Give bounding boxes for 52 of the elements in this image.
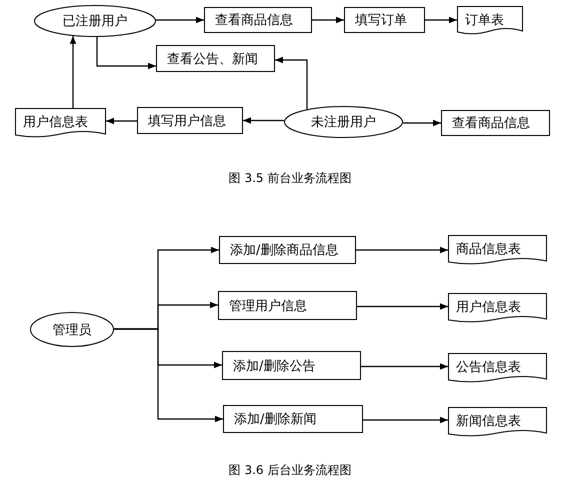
process-box (441, 110, 550, 136)
data-store-document (448, 235, 547, 265)
data-store-document (448, 353, 547, 383)
process-box (204, 7, 312, 33)
arrow (114, 328, 223, 422)
node-label: 查看公告、新闻 (167, 50, 258, 68)
node-label: 公告信息表 (456, 359, 521, 376)
data-store-document (448, 293, 547, 323)
data-store-document (457, 6, 523, 35)
arrow (357, 303, 448, 310)
arrow (425, 16, 457, 24)
process-box (156, 45, 275, 72)
node-label: 新闻信息表 (456, 413, 521, 430)
arrow (361, 363, 448, 370)
node-label: 已注册用户 (62, 13, 128, 30)
process-box (223, 405, 363, 433)
node-label: 订单表 (465, 12, 504, 29)
arrow (403, 120, 441, 126)
process-box (137, 107, 243, 134)
node-label: 添加/删除商品信息 (230, 242, 338, 259)
node-label: 用户信息表 (456, 299, 521, 316)
node-label: 未注册用户 (311, 114, 376, 131)
arrow (363, 416, 448, 424)
data-store-document (448, 407, 547, 437)
process-box (219, 236, 356, 264)
arrow (275, 56, 308, 110)
process-box (218, 291, 357, 320)
process-box (344, 7, 425, 33)
data-store-document (15, 108, 106, 138)
node-label: 商品信息表 (456, 241, 521, 258)
arrow (96, 37, 156, 70)
actor-ellipse (284, 106, 403, 138)
node-label: 添加/删除公告 (233, 358, 316, 374)
figure-caption: 图 3.6 后台业务流程图 (228, 462, 352, 479)
node-label: 填写用户信息 (148, 112, 226, 130)
node-label: 填写订单 (355, 12, 407, 29)
node-label: 管理用户信息 (229, 298, 307, 314)
node-label: 用户信息表 (23, 114, 88, 131)
figure-caption: 图 3.5 前台业务流程图 (228, 170, 352, 187)
node-label: 查看商品信息 (452, 115, 530, 132)
arrow (312, 16, 344, 24)
node-label: 添加/删除新闻 (234, 411, 316, 428)
arrow (156, 16, 204, 24)
arrow (356, 246, 448, 254)
arrow (106, 118, 137, 124)
process-box (222, 351, 361, 380)
arrow (243, 117, 284, 124)
arrow (70, 36, 76, 108)
actor-ellipse (34, 5, 156, 37)
actor-ellipse (30, 312, 114, 347)
node-label: 管理员 (52, 322, 92, 338)
node-label: 查看商品信息 (215, 12, 293, 29)
